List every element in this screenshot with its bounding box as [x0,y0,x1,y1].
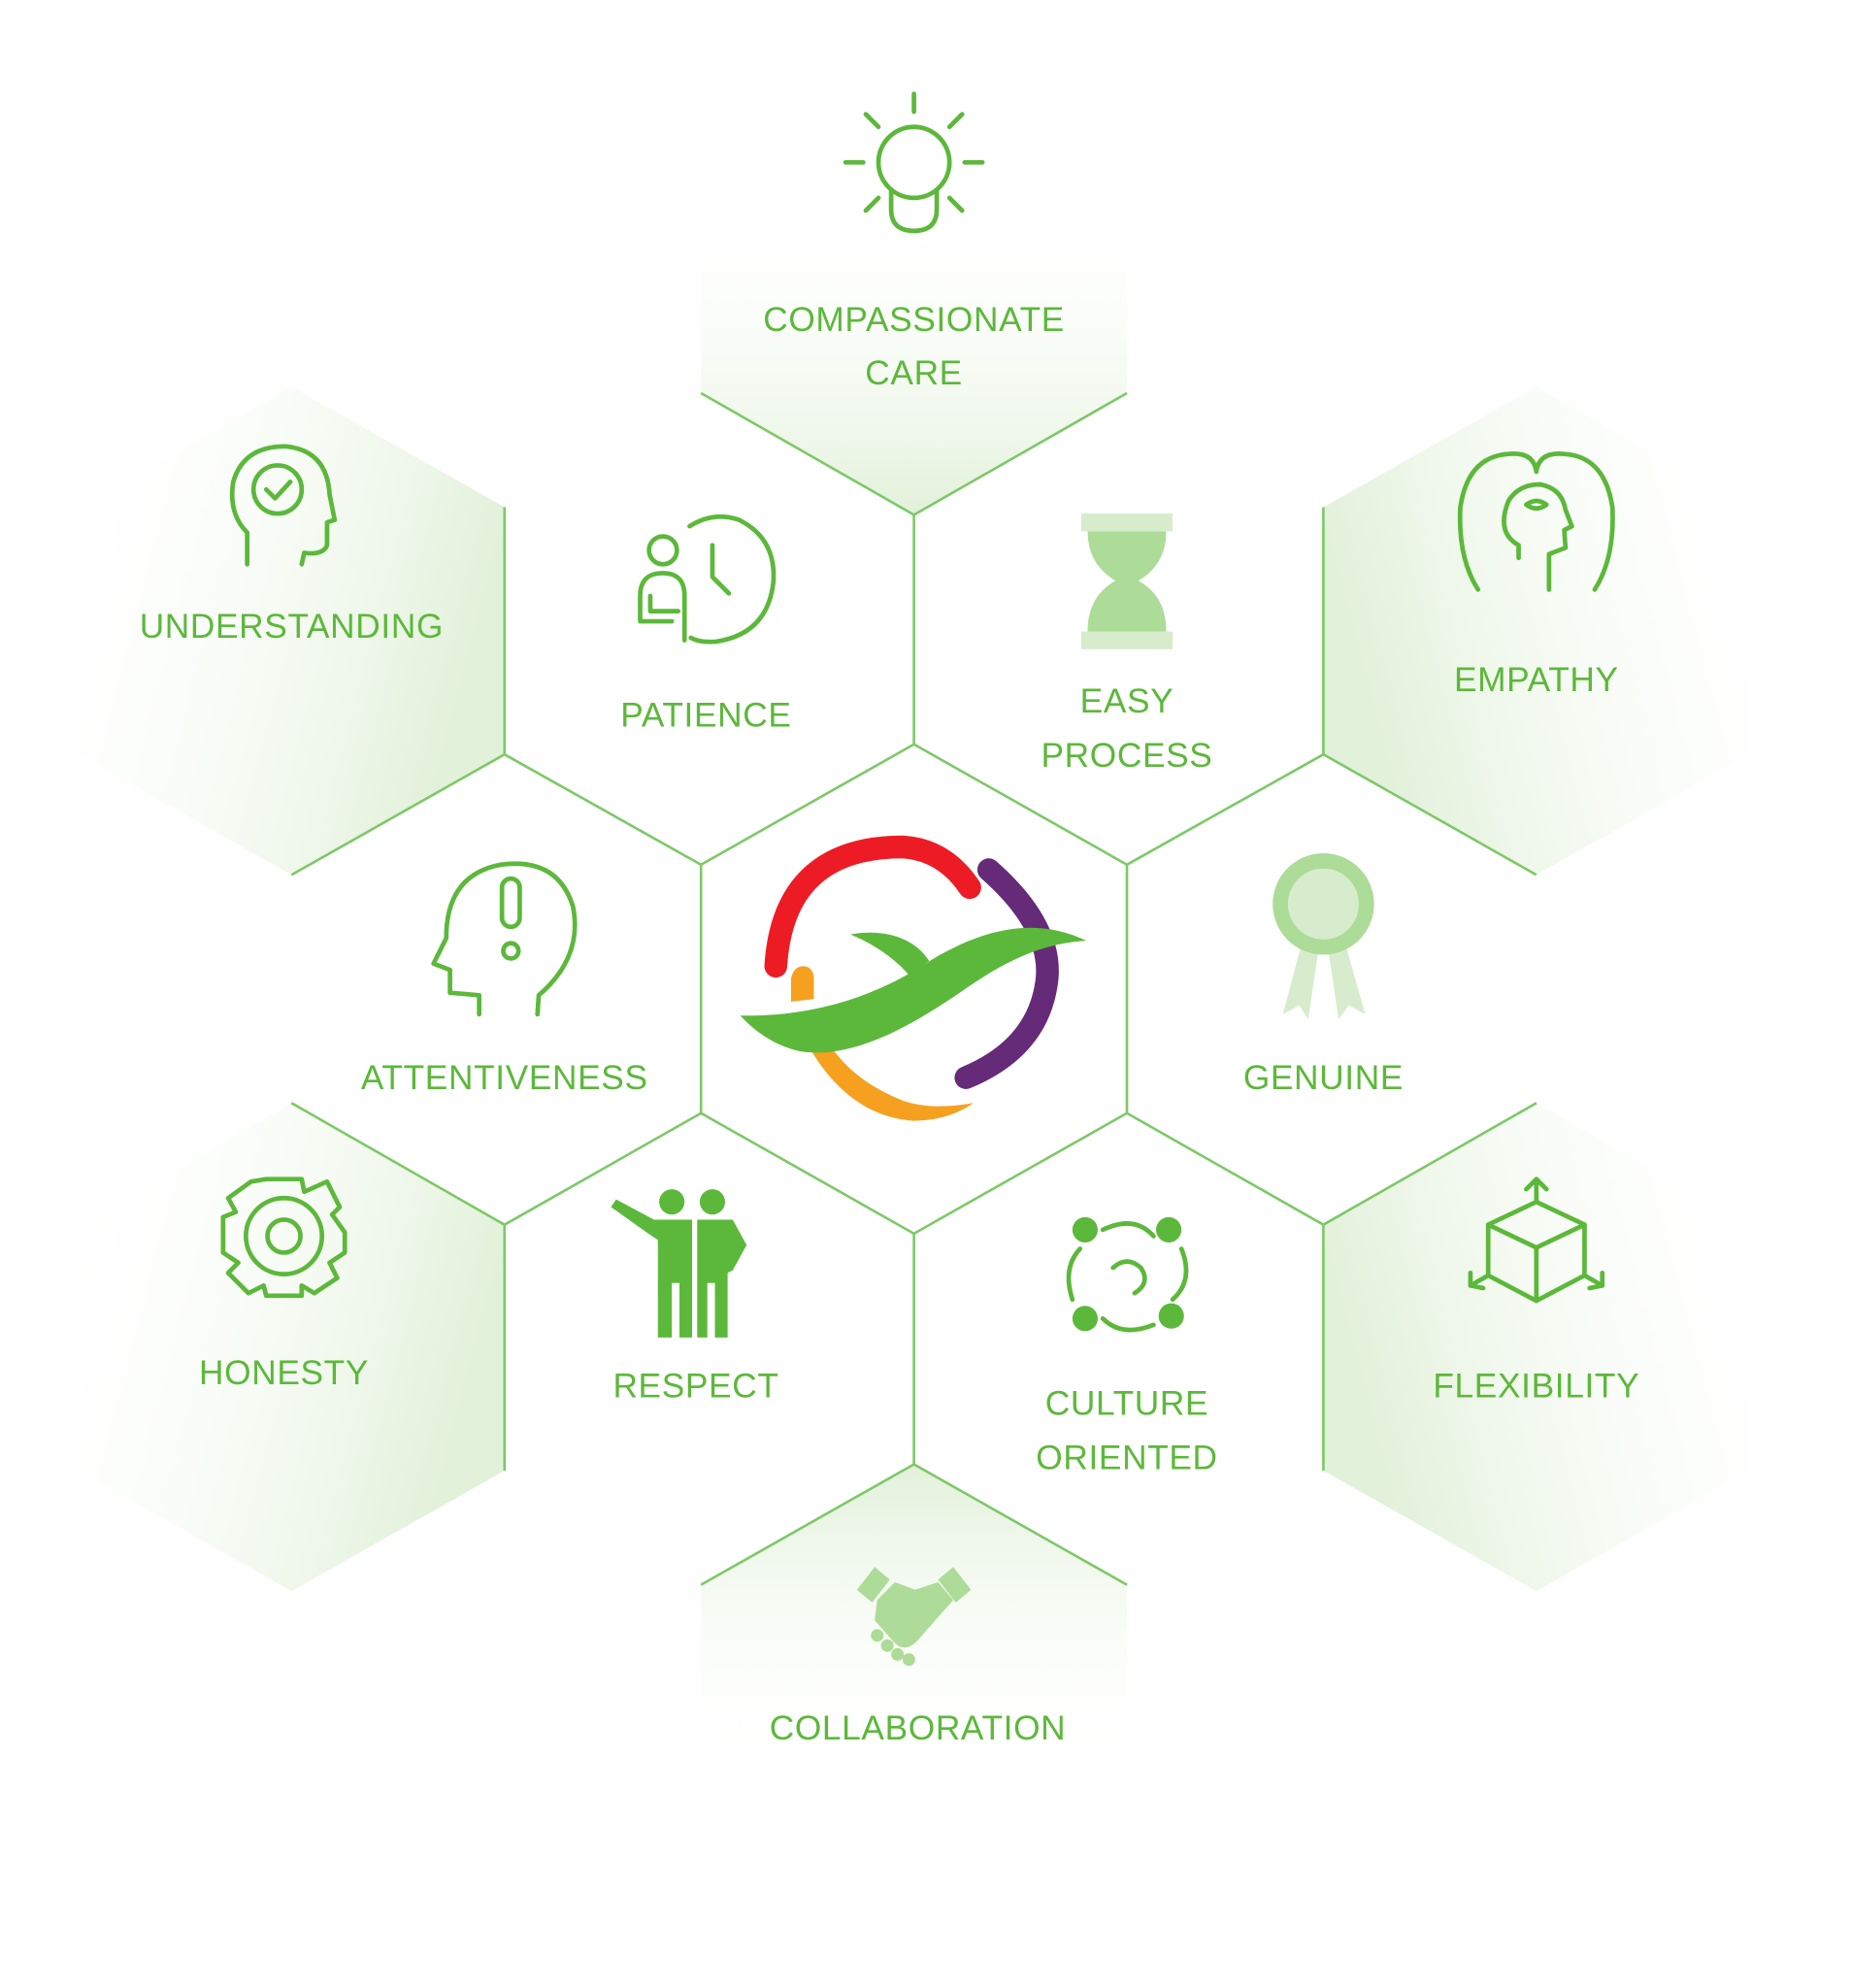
label-line: ORIENTED [1036,1440,1217,1477]
hex-compassionate-care [701,190,1127,515]
person-clock-icon [638,514,777,645]
label-culture-oriented: CULTURE ORIENTED [1036,1385,1217,1477]
label-collaboration: COLLABORATION [770,1709,1067,1747]
hex-flexibility [1323,1103,1750,1592]
label-line: EASY [1080,682,1174,720]
two-people-icon [611,1189,747,1338]
hex-grid-lines [290,391,1538,1586]
label-respect: RESPECT [612,1367,778,1405]
two-heads-icon [1457,451,1615,592]
head-checkmark-icon [229,444,338,567]
lightbulb-icon [843,91,985,234]
label-easy-process: EASY PROCESS [1042,682,1213,775]
hex-honesty [78,1103,505,1592]
ribbon-award-icon [1273,853,1374,1020]
hex-understanding [78,386,505,876]
head-exclamation-icon [431,861,578,1017]
label-empathy: EMPATHY [1454,661,1619,699]
label-genuine: GENUINE [1243,1059,1404,1097]
center-logo [740,835,1087,1121]
cube-arrows-icon [1468,1176,1605,1304]
label-compassionate-care: COMPASSIONATE CARE [763,301,1065,392]
label-flexibility: FLEXIBILITY [1433,1367,1639,1405]
label-line: CULTURE [1045,1385,1208,1423]
hex-empathy [1323,386,1750,876]
handshake-icon [856,1567,972,1667]
label-line: PROCESS [1042,737,1213,775]
label-patience: PATIENCE [620,696,791,734]
label-understanding: UNDERSTANDING [140,608,444,646]
gear-icon [220,1176,347,1299]
hourglass-icon [1080,514,1174,649]
label-line: COMPASSIONATE [763,301,1065,339]
label-line: CARE [865,354,963,392]
label-attentiveness: ATTENTIVENESS [361,1059,648,1097]
label-honesty: HONESTY [199,1354,369,1392]
people-circle-icon [1066,1216,1189,1333]
